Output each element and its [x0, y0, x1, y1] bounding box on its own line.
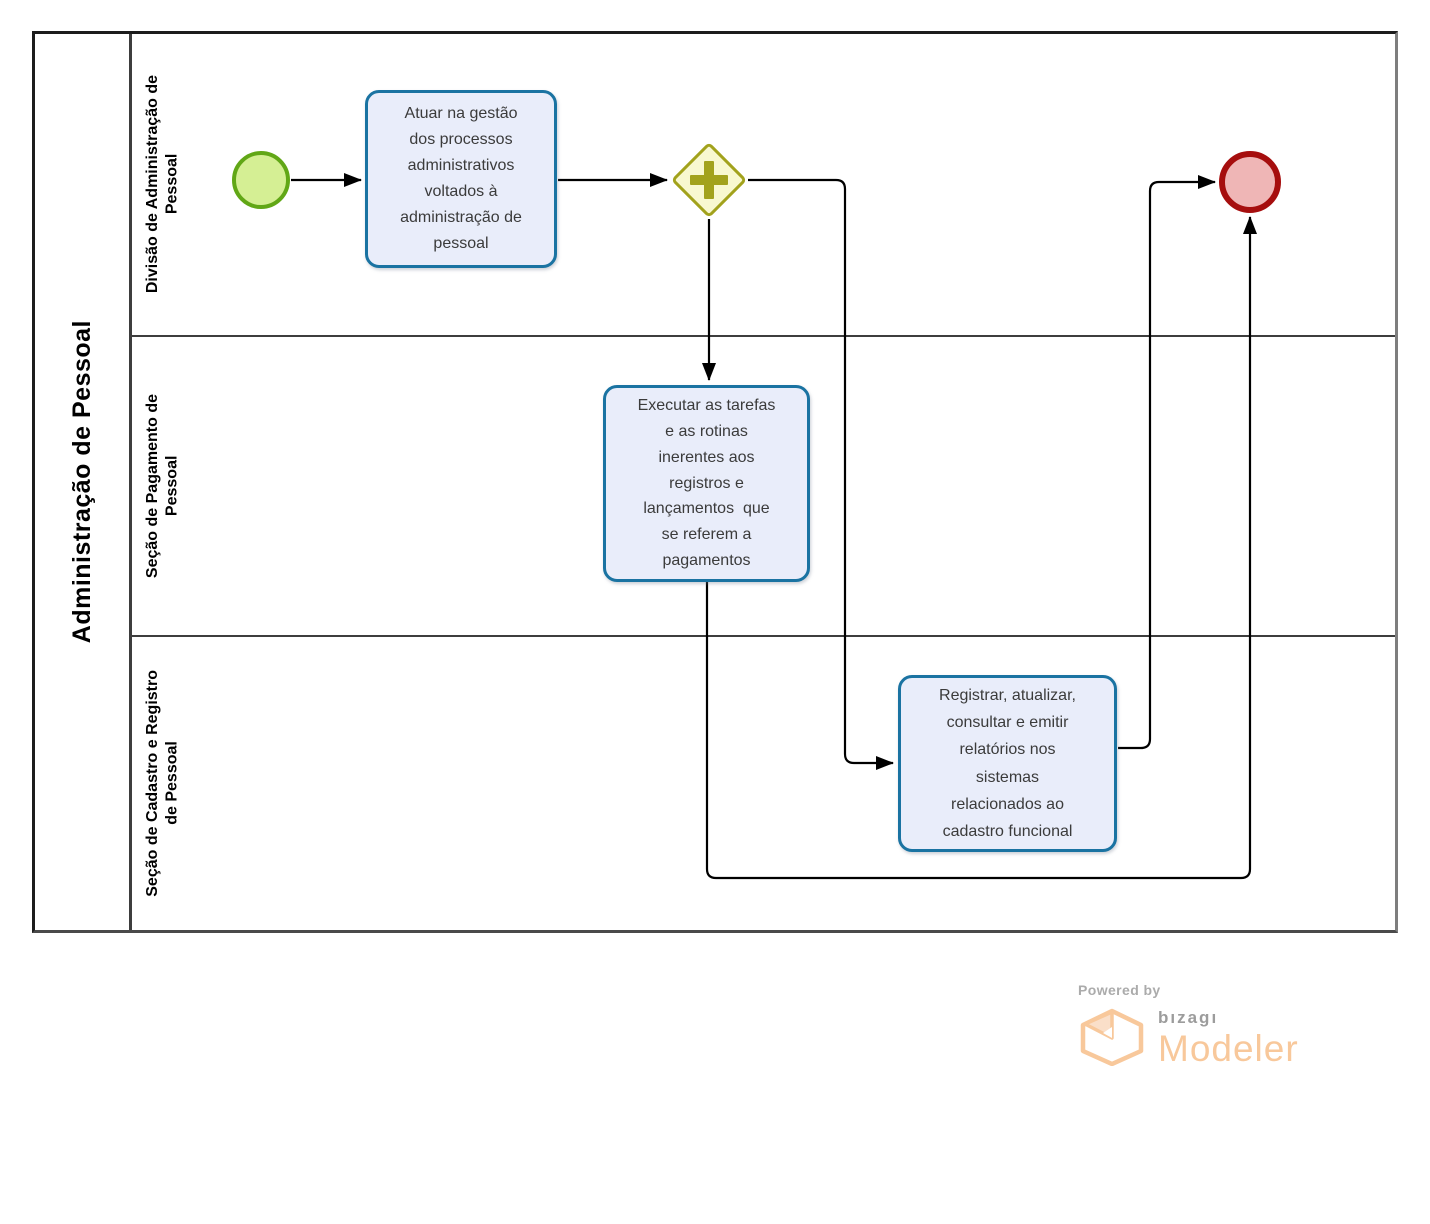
footer-branding: Powered by bızagı Modeler [1078, 982, 1299, 1070]
plus-icon [685, 156, 733, 204]
lane-label-divisao: Divisão de Administração de Pessoal [144, 75, 181, 294]
lane-secao-pagamento: Seção de Pagamento de Pessoal [132, 335, 1395, 635]
pool-header: Administração de Pessoal [35, 34, 132, 930]
lane-label-pagamento: Seção de Pagamento de Pessoal [144, 393, 181, 579]
task-executar-tarefas[interactable]: Executar as tarefas e as rotinas inerent… [603, 385, 810, 582]
task-registrar-atualizar[interactable]: Registrar, atualizar, consultar e emitir… [898, 675, 1117, 852]
end-event[interactable] [1219, 151, 1281, 213]
flow-executar-to-end[interactable] [705, 216, 1257, 880]
lanes-container: Divisão de Administração de Pessoal Seçã… [132, 34, 1395, 930]
bizagi-wordmark: bızagı [1158, 1008, 1219, 1027]
lane-divisao-administracao: Divisão de Administração de Pessoal [132, 34, 1395, 335]
flow-gateway-to-registrar[interactable] [748, 178, 894, 770]
pool-title: Administração de Pessoal [67, 320, 96, 644]
modeler-wordmark: Modeler [1158, 1028, 1299, 1069]
bizagi-hexagon-icon [1080, 1008, 1144, 1066]
flow-registrar-to-end[interactable] [1118, 175, 1216, 750]
powered-by-label: Powered by [1078, 982, 1161, 998]
task-atuar-gestao[interactable]: Atuar na gestão dos processos administra… [365, 90, 557, 268]
lane-secao-cadastro: Seção de Cadastro e Registro de Pessoal [132, 635, 1395, 930]
lane-label-cadastro: Seção de Cadastro e Registro de Pessoal [144, 670, 181, 897]
start-event[interactable] [232, 151, 290, 209]
